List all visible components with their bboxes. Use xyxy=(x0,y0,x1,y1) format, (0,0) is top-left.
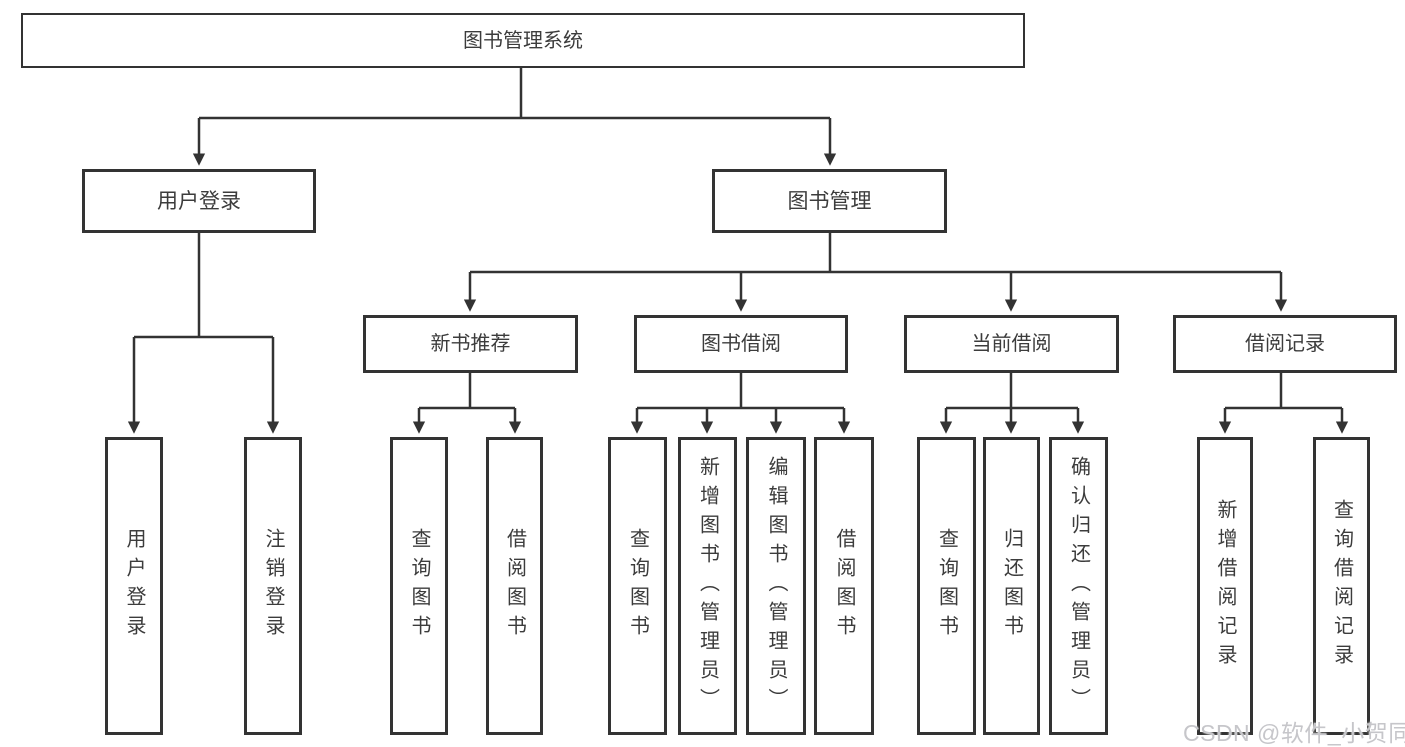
leaf-query-books-current-label: 查询图书 xyxy=(935,528,958,644)
node-current-borrow: 当前借阅 xyxy=(904,315,1119,373)
node-book-borrow: 图书借阅 xyxy=(634,315,848,373)
leaf-logout: 注销登录 xyxy=(244,437,302,735)
leaf-user-login: 用户登录 xyxy=(105,437,163,735)
leaf-query-borrow-record-label: 查询借阅记录 xyxy=(1330,499,1353,673)
leaf-confirm-return-admin-label: 确认归还（管理员） xyxy=(1067,455,1090,717)
leaf-query-books-borrow-label: 查询图书 xyxy=(626,528,649,644)
leaf-edit-books-admin-label: 编辑图书（管理员） xyxy=(765,455,787,717)
node-current-borrow-label: 当前借阅 xyxy=(971,333,1052,355)
leaf-borrow-books-borrow-label: 借阅图书 xyxy=(833,528,855,644)
node-user-login-label: 用户登录 xyxy=(157,189,241,213)
node-book-management: 图书管理 xyxy=(712,169,947,233)
leaf-borrow-books-borrow: 借阅图书 xyxy=(814,437,874,735)
leaf-add-books-admin-label: 新增图书（管理员） xyxy=(696,455,719,717)
leaf-add-borrow-record-label: 新增借阅记录 xyxy=(1214,499,1236,673)
leaf-query-books-current: 查询图书 xyxy=(917,437,976,735)
csdn-watermark: CSDN @软件_小贺同学 xyxy=(1183,720,1405,746)
node-new-book-recommend: 新书推荐 xyxy=(363,315,578,373)
node-new-book-recommend-label: 新书推荐 xyxy=(430,333,511,355)
leaf-query-books-newbooks-label: 查询图书 xyxy=(408,528,430,644)
leaf-query-borrow-record: 查询借阅记录 xyxy=(1313,437,1370,735)
node-book-management-label: 图书管理 xyxy=(787,189,872,213)
leaf-user-login-label: 用户登录 xyxy=(123,528,145,644)
node-book-borrow-label: 图书借阅 xyxy=(701,333,781,355)
leaf-query-books-newbooks: 查询图书 xyxy=(390,437,448,735)
leaf-edit-books-admin: 编辑图书（管理员） xyxy=(746,437,806,735)
leaf-return-books: 归还图书 xyxy=(983,437,1040,735)
node-borrow-records: 借阅记录 xyxy=(1173,315,1397,373)
leaf-add-books-admin: 新增图书（管理员） xyxy=(678,437,737,735)
leaf-query-books-borrow: 查询图书 xyxy=(608,437,667,735)
leaf-borrow-books-newbooks-label: 借阅图书 xyxy=(503,528,526,644)
leaf-logout-label: 注销登录 xyxy=(262,528,284,644)
node-root-system: 图书管理系统 xyxy=(21,13,1025,68)
leaf-confirm-return-admin: 确认归还（管理员） xyxy=(1049,437,1108,735)
node-root-system-label: 图书管理系统 xyxy=(463,29,583,52)
node-user-login: 用户登录 xyxy=(82,169,316,233)
leaf-add-borrow-record: 新增借阅记录 xyxy=(1197,437,1253,735)
leaf-borrow-books-newbooks: 借阅图书 xyxy=(486,437,543,735)
leaf-return-books-label: 归还图书 xyxy=(1000,528,1023,644)
node-borrow-records-label: 借阅记录 xyxy=(1245,333,1325,355)
